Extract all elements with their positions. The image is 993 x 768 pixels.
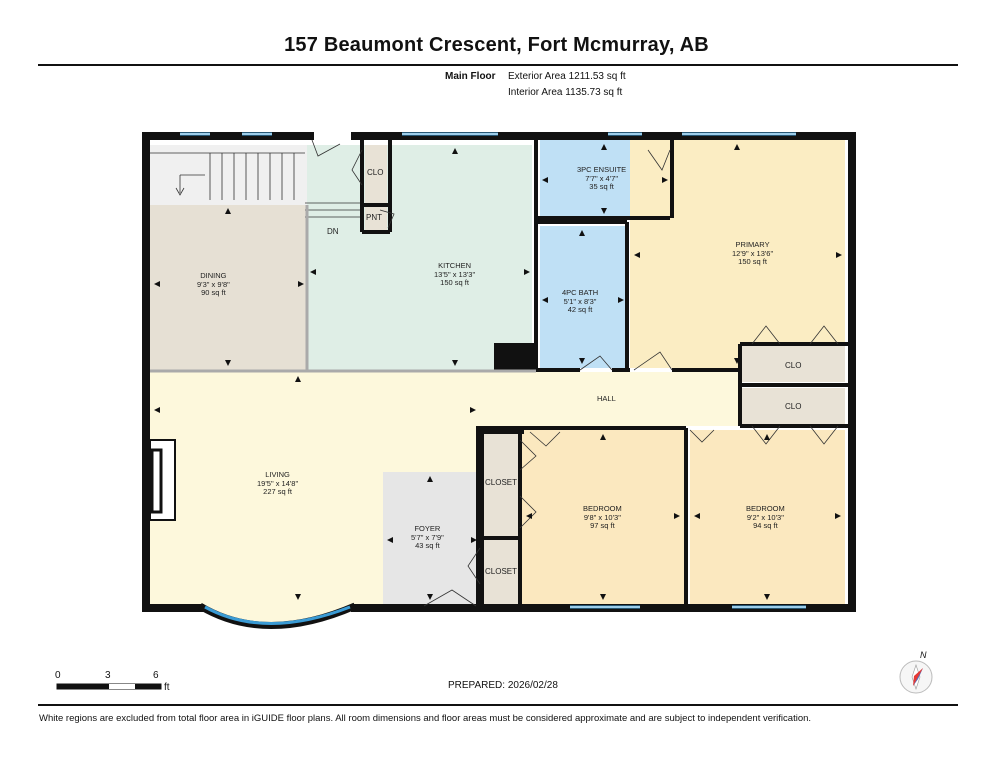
clo-right1-fill <box>742 346 845 382</box>
closet-label-2: CLOSET <box>485 567 518 576</box>
bedroom1-fill <box>522 430 684 604</box>
interior-walls <box>360 136 852 608</box>
door-swings <box>311 139 839 607</box>
dimension-arrows <box>154 144 842 600</box>
window-panes <box>180 133 806 608</box>
walls <box>142 132 856 612</box>
stairs <box>150 152 360 218</box>
closet-label-1: CLOSET <box>485 478 518 487</box>
disclaimer: White regions are excluded from total fl… <box>39 713 812 724</box>
pantry-label: PNT <box>366 213 382 222</box>
dining-fill <box>150 205 307 370</box>
bath-fill <box>540 226 625 368</box>
room-hall: HALL <box>597 394 616 403</box>
prepared-date: PREPARED: 2026/02/28 <box>448 680 558 691</box>
floor-label: Main Floor <box>445 71 496 82</box>
closet1-fill <box>484 430 518 536</box>
compass-north-label: N <box>920 650 927 660</box>
scale-three: 3 <box>105 670 111 681</box>
kitchen-fill <box>307 145 532 370</box>
bay-window <box>204 605 351 625</box>
scale-bar <box>56 683 162 690</box>
closet-label-top: CLO <box>367 168 384 177</box>
foyer-fill <box>383 472 480 604</box>
primary-fill <box>630 140 845 368</box>
closet-label-right-1: CLO <box>785 361 802 370</box>
clo-right2-fill <box>742 388 845 424</box>
scale-six: 6 <box>153 670 159 681</box>
closet2-fill <box>484 540 518 604</box>
plan-title: 157 Beaumont Crescent, Fort Mcmurray, AB <box>284 34 709 56</box>
closet-label-right-2: CLO <box>785 402 802 411</box>
scale-zero: 0 <box>55 670 61 681</box>
column <box>494 343 536 371</box>
stairs-down-label: DN <box>327 227 339 236</box>
scale-unit: ft <box>164 682 170 693</box>
compass-icon <box>899 660 933 694</box>
title-rule <box>38 64 958 66</box>
interior-area: Interior Area 1135.73 sq ft <box>508 87 623 98</box>
exterior-area: Exterior Area 1211.53 sq ft <box>508 71 626 82</box>
bedroom2-fill <box>690 430 845 604</box>
